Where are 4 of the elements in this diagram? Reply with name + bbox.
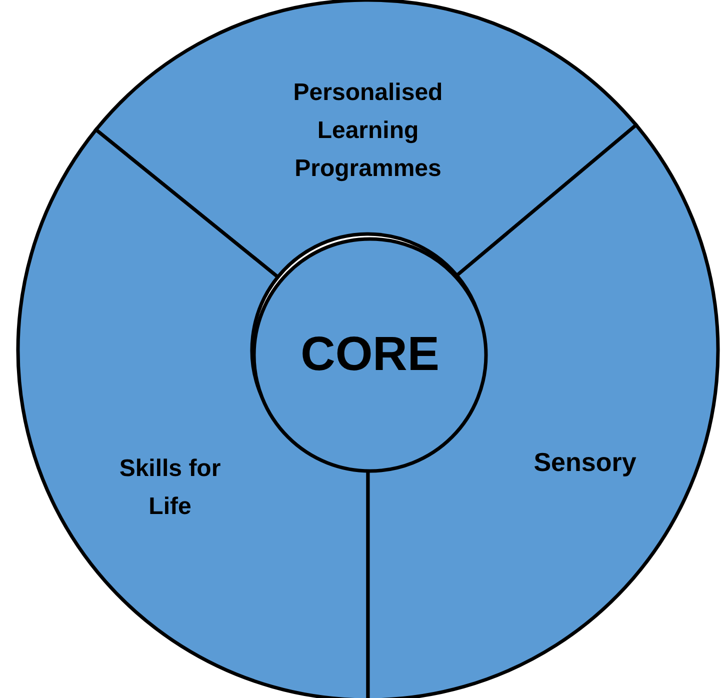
segment-label: Skills for Life [118, 454, 222, 522]
center-label: CORE [300, 326, 440, 382]
segment-label: Personalised Learning Programmes [292, 78, 444, 184]
segment-label: Sensory [532, 446, 638, 479]
